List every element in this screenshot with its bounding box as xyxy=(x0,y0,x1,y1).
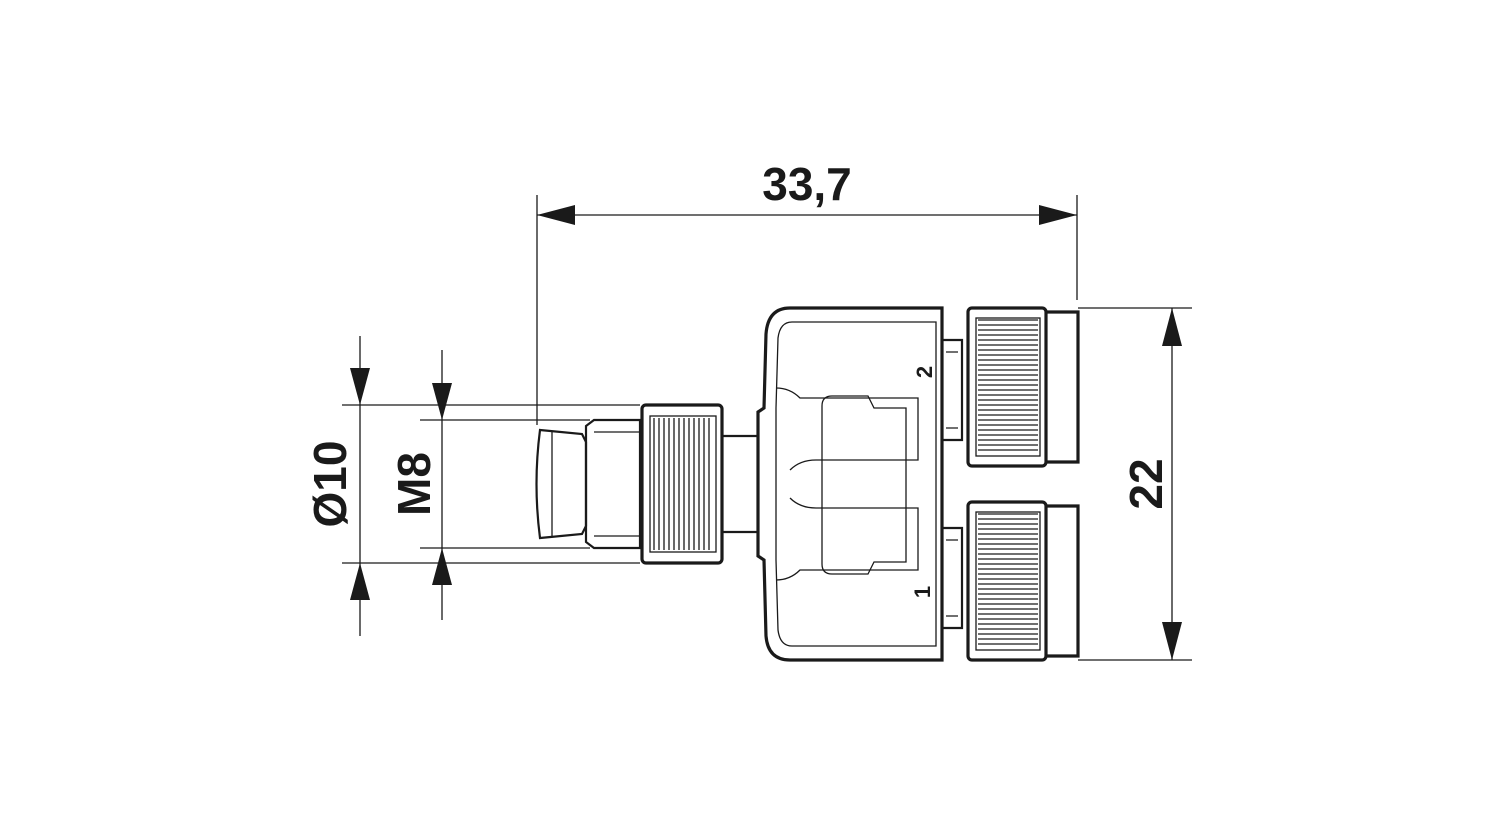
socket-bottom-face xyxy=(1046,504,1080,658)
female-socket-bottom xyxy=(942,500,1080,662)
arrowhead-bottom xyxy=(350,563,370,600)
dimension-height: 22 xyxy=(1078,307,1192,661)
male-plug xyxy=(535,403,760,565)
arrowhead-top xyxy=(432,383,452,420)
dimension-overall-length: 33,7 xyxy=(536,158,1078,425)
plug-stem xyxy=(722,434,760,534)
female-socket-top xyxy=(942,306,1080,468)
socket-bottom-coupling-nut xyxy=(966,500,1048,662)
height-label: 22 xyxy=(1120,458,1172,509)
socket-top-neck xyxy=(942,338,964,442)
dimension-outer-diameter: Ø10 xyxy=(304,336,640,636)
dimension-thread: M8 xyxy=(388,350,590,620)
housing-outline xyxy=(756,306,944,662)
plug-thread xyxy=(584,418,642,550)
socket-top-face xyxy=(1046,310,1080,464)
arrowhead-left xyxy=(537,205,575,225)
plug-coupling-nut xyxy=(640,403,724,565)
knurl-lines xyxy=(978,513,1038,645)
plug-tip xyxy=(535,428,588,540)
port-2-label: 2 xyxy=(912,366,937,378)
diameter-label: Ø10 xyxy=(304,441,356,528)
length-label: 33,7 xyxy=(762,158,852,210)
label-window xyxy=(821,395,907,575)
arrowhead-top xyxy=(1162,308,1182,346)
thread-label: M8 xyxy=(388,452,440,516)
arrowhead-right xyxy=(1039,205,1077,225)
socket-bottom-neck xyxy=(942,526,964,630)
knurl-lines xyxy=(978,319,1038,451)
port-1-label: 1 xyxy=(910,586,935,598)
arrowhead-top xyxy=(350,368,370,405)
arrowhead-bottom xyxy=(1162,622,1182,660)
splitter-body: 2 1 xyxy=(756,306,944,662)
knurl-lines xyxy=(653,418,710,550)
socket-top-coupling-nut xyxy=(966,306,1048,468)
arrowhead-bottom xyxy=(432,548,452,585)
